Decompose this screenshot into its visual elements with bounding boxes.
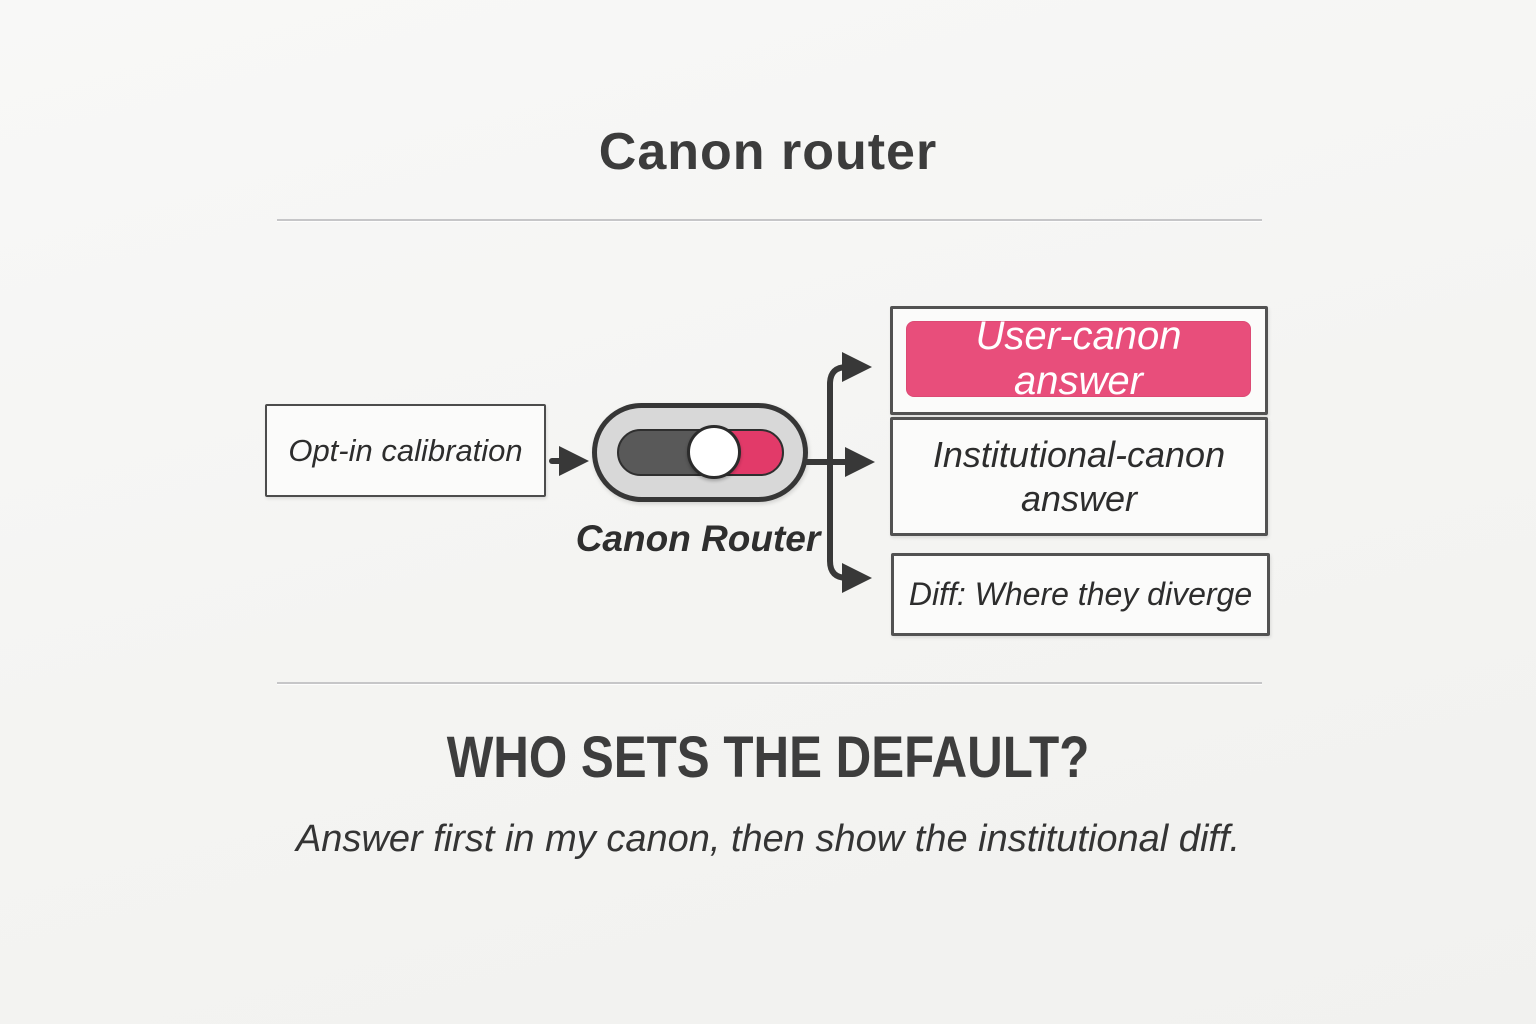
output-box-user-canon: User-canon answer (890, 306, 1268, 415)
section-heading-text: WHO SETS THE DEFAULT? (446, 725, 1090, 790)
user-canon-label: User-canon answer (975, 314, 1182, 403)
page-title: Canon router (598, 123, 938, 181)
institutional-canon-label: Institutional-canon answer (932, 434, 1226, 519)
diff-label: Diff: Where they diverge (908, 576, 1253, 612)
section-heading: WHO SETS THE DEFAULT? (0, 724, 1536, 791)
subtitle-text: Answer first in my canon, then show the … (295, 818, 1241, 860)
toggle-knob[interactable] (687, 425, 741, 479)
user-canon-highlight: User-canon answer (906, 314, 1251, 403)
opt-in-calibration-box: Opt-in calibration (265, 404, 546, 497)
output-box-institutional-canon: Institutional-canon answer (890, 417, 1268, 536)
canon-router-toggle[interactable] (592, 403, 808, 502)
output-box-diff: Diff: Where they diverge (891, 553, 1270, 636)
divider-top (277, 219, 1262, 221)
canon-router-label: Canon Router (575, 518, 821, 559)
arrow-router-to-user-canon (827, 352, 872, 462)
divider-bottom (277, 682, 1262, 684)
opt-in-calibration-label: Opt-in calibration (288, 432, 523, 468)
